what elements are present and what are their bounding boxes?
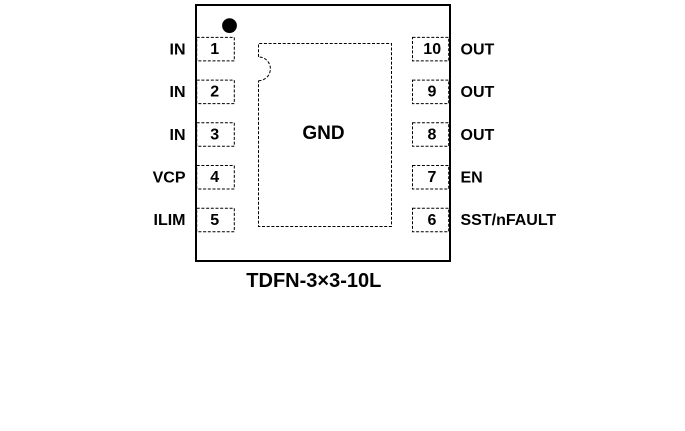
svg-text:ILIM: ILIM bbox=[154, 212, 186, 229]
svg-text:1: 1 bbox=[210, 41, 219, 58]
svg-text:6: 6 bbox=[427, 212, 436, 229]
svg-text:OUT: OUT bbox=[461, 84, 495, 101]
svg-text:9: 9 bbox=[427, 84, 436, 101]
svg-text:IN: IN bbox=[170, 41, 186, 58]
svg-text:OUT: OUT bbox=[461, 41, 495, 58]
svg-text:GND: GND bbox=[302, 123, 344, 144]
svg-text:7: 7 bbox=[427, 169, 436, 186]
svg-text:TDFN-3×3-10L: TDFN-3×3-10L bbox=[246, 270, 381, 292]
svg-text:EN: EN bbox=[461, 170, 483, 187]
svg-text:IN: IN bbox=[170, 127, 186, 144]
svg-text:IN: IN bbox=[170, 84, 186, 101]
svg-text:SST/nFAULT: SST/nFAULT bbox=[461, 212, 557, 229]
svg-text:VCP: VCP bbox=[153, 170, 186, 187]
svg-text:OUT: OUT bbox=[461, 127, 495, 144]
svg-text:10: 10 bbox=[423, 41, 441, 58]
svg-text:2: 2 bbox=[210, 84, 219, 101]
svg-text:8: 8 bbox=[427, 126, 436, 143]
svg-text:3: 3 bbox=[210, 126, 219, 143]
svg-text:5: 5 bbox=[210, 212, 219, 229]
svg-text:4: 4 bbox=[210, 169, 219, 186]
